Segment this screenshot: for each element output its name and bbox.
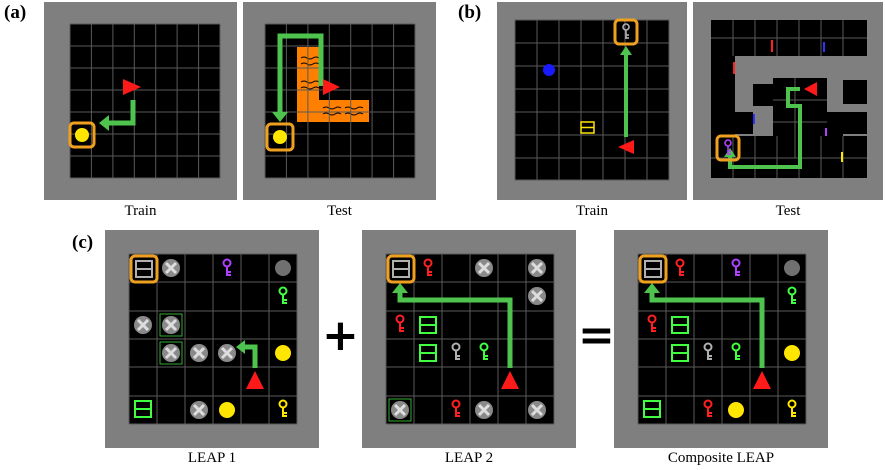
lava-waves <box>300 56 364 116</box>
path-arrowhead <box>236 340 245 354</box>
caption-b-test: Test <box>775 203 801 219</box>
grid-lines <box>128 253 298 425</box>
panel-label-a: (a) <box>4 2 27 23</box>
plus-operator: + <box>322 310 359 361</box>
caption-b-train: Train <box>576 203 608 219</box>
path-arrow <box>277 33 324 116</box>
green-box-icon <box>643 316 689 418</box>
path-arrowhead <box>99 115 109 131</box>
grid-lines <box>385 253 555 425</box>
floor <box>70 24 220 178</box>
agent-icon <box>323 79 340 95</box>
grey-ball-icon <box>784 260 800 276</box>
env-c-leap1 <box>105 230 319 448</box>
yellow-ball-icon <box>784 345 800 361</box>
goal-highlight <box>265 122 295 152</box>
goal-highlight <box>638 254 668 284</box>
caption-c-composite: Composite LEAP <box>667 450 775 466</box>
goal-highlight <box>715 134 741 162</box>
yellow-ball-icon-2 <box>728 402 744 418</box>
yellow-ball-icon <box>275 345 291 361</box>
green-key-icon <box>479 342 489 360</box>
path-arrow <box>649 290 765 368</box>
path-arrow <box>397 290 513 368</box>
caption-a-test: Test <box>327 203 352 219</box>
env-c-composite <box>614 230 828 448</box>
goal-ball-icon <box>273 130 287 144</box>
grey-box-icon <box>135 260 153 278</box>
grey-box-icon <box>644 260 662 278</box>
blocked-cell-icons <box>134 259 236 419</box>
path-arrow <box>241 344 258 368</box>
path-arrowhead <box>644 283 660 293</box>
yellow-key-icon <box>787 399 797 417</box>
env-a-test <box>243 2 436 200</box>
env-b-test <box>693 2 883 200</box>
caption-c-leap1: LEAP 1 <box>187 450 237 466</box>
purple-key-icon <box>731 258 741 276</box>
path-arrow <box>728 87 802 169</box>
red-key-icon-2 <box>647 314 657 332</box>
red-key-icon-3 <box>451 399 461 417</box>
path-arrowhead <box>272 112 288 122</box>
panel-label-b: (b) <box>458 2 482 23</box>
red-key-icon <box>423 258 433 276</box>
env-c-leap2 <box>362 230 576 448</box>
caption-c-leap2: LEAP 2 <box>444 450 494 466</box>
panel-label-c: (c) <box>72 232 94 253</box>
purple-key-icon <box>724 139 732 155</box>
grid-lines <box>637 253 807 425</box>
grey-ball-icon <box>275 260 291 276</box>
grid-lines <box>264 23 416 179</box>
goal-highlight <box>129 254 159 284</box>
goal-highlight <box>386 254 416 284</box>
grey-key-icon <box>703 342 713 360</box>
goal-ball-icon <box>75 128 89 142</box>
floor <box>515 20 669 180</box>
grey-key-icon <box>622 23 630 39</box>
agent-icon <box>753 371 771 389</box>
env-a-train <box>44 2 237 200</box>
agent-icon <box>618 140 634 154</box>
green-box-icon <box>419 316 437 362</box>
yellow-key-icon <box>278 399 288 417</box>
red-key-icon-2 <box>395 314 405 332</box>
grey-key-icon <box>451 342 461 360</box>
grid-lines <box>711 20 867 178</box>
caption-a-train: Train <box>124 203 157 219</box>
grid-lines <box>69 23 221 179</box>
agent-icon <box>246 371 264 389</box>
path-arrowhead <box>724 148 736 157</box>
yellow-ball-icon-2 <box>219 402 235 418</box>
red-key-icon-3 <box>703 399 713 417</box>
env-b-train <box>497 2 687 200</box>
agent-icon <box>123 79 141 95</box>
purple-key-icon <box>222 258 232 276</box>
agent-icon <box>804 82 817 96</box>
maze-wall <box>753 56 843 78</box>
green-key-icon <box>787 286 797 304</box>
blue-ball-icon <box>543 64 555 76</box>
path-arrowhead <box>620 46 632 55</box>
goal-highlight <box>68 121 96 149</box>
grey-box-icon <box>392 260 410 278</box>
goal-highlight <box>613 18 639 46</box>
colored-doors <box>733 40 843 162</box>
green-key-icon-2 <box>731 342 741 360</box>
equals-operator: = <box>578 310 615 361</box>
green-key-icon <box>278 286 288 304</box>
path-arrow <box>102 100 136 126</box>
red-key-icon <box>675 258 685 276</box>
green-box-icon <box>134 400 152 418</box>
blocked-cell-icons <box>388 259 546 422</box>
path-arrowhead <box>392 283 408 293</box>
agent-icon <box>501 371 519 389</box>
